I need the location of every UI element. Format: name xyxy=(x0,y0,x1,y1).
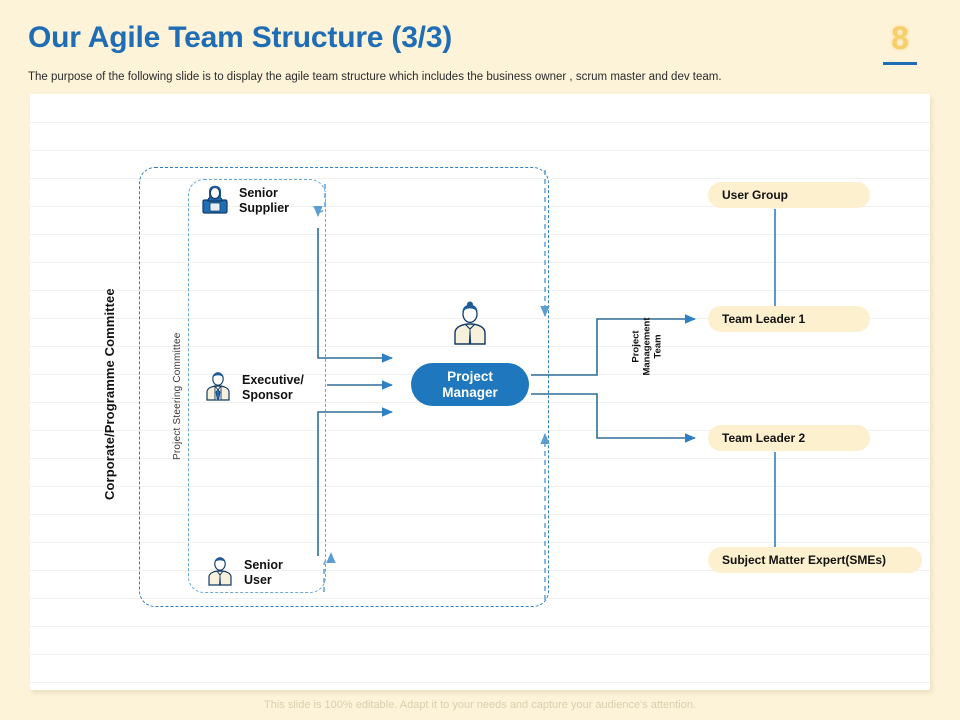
corporate-committee-label: Corporate/Programme Committee xyxy=(102,288,117,500)
node-senior-supplier[interactable]: Senior Supplier xyxy=(200,181,289,220)
node-subject-matter-expert[interactable]: Subject Matter Expert(SMEs) xyxy=(708,547,922,573)
node-executive-sponsor[interactable]: Executive/ Sponsor xyxy=(203,368,304,407)
footer-note: This slide is 100% editable. Adapt it to… xyxy=(264,699,696,711)
page-number-underline xyxy=(883,62,917,65)
node-team-leader-2[interactable]: Team Leader 2 xyxy=(708,425,870,451)
page-number: 8 xyxy=(891,20,909,56)
node-team-leader-1[interactable]: Team Leader 1 xyxy=(708,306,870,332)
person-male-shirt-icon xyxy=(205,553,235,592)
node-team-leader-1-label: Team Leader 1 xyxy=(722,312,806,326)
role-line-1: Executive/ xyxy=(242,372,304,387)
node-user-group-label: User Group xyxy=(722,188,789,202)
role-line-2: User xyxy=(244,572,272,587)
page-subtitle: The purpose of the following slide is to… xyxy=(28,71,722,83)
node-subject-matter-expert-label: Subject Matter Expert(SMEs) xyxy=(722,553,887,567)
node-senior-user-label: Senior User xyxy=(244,558,283,588)
person-manager-icon xyxy=(450,298,490,351)
person-female-laptop-icon xyxy=(200,181,230,220)
node-senior-supplier-label: Senior Supplier xyxy=(239,186,289,216)
project-manager-line-1: Project xyxy=(447,368,493,384)
page-number-badge: 8 xyxy=(870,22,930,65)
page-title: Our Agile Team Structure (3/3) xyxy=(28,21,453,54)
role-line-1: Senior xyxy=(244,557,283,572)
steering-committee-boundary xyxy=(188,179,326,593)
node-senior-user[interactable]: Senior User xyxy=(205,553,283,592)
person-male-tie-icon xyxy=(203,368,233,407)
node-executive-sponsor-label: Executive/ Sponsor xyxy=(242,373,304,403)
steering-committee-label: Project Steering Committee xyxy=(172,332,183,460)
node-project-manager[interactable]: Project Manager xyxy=(411,363,529,406)
project-manager-line-2: Manager xyxy=(442,384,498,400)
node-user-group[interactable]: User Group xyxy=(708,182,870,208)
slide-header: Our Agile Team Structure (3/3) The purpo… xyxy=(0,0,960,92)
role-line-2: Sponsor xyxy=(242,387,293,402)
corporate-committee-boundary xyxy=(139,167,549,607)
role-line-2: Supplier xyxy=(239,200,290,215)
role-line-1: Senior xyxy=(239,185,278,200)
project-management-team-label: Project Management Team xyxy=(630,317,664,376)
node-team-leader-2-label: Team Leader 2 xyxy=(722,431,806,445)
